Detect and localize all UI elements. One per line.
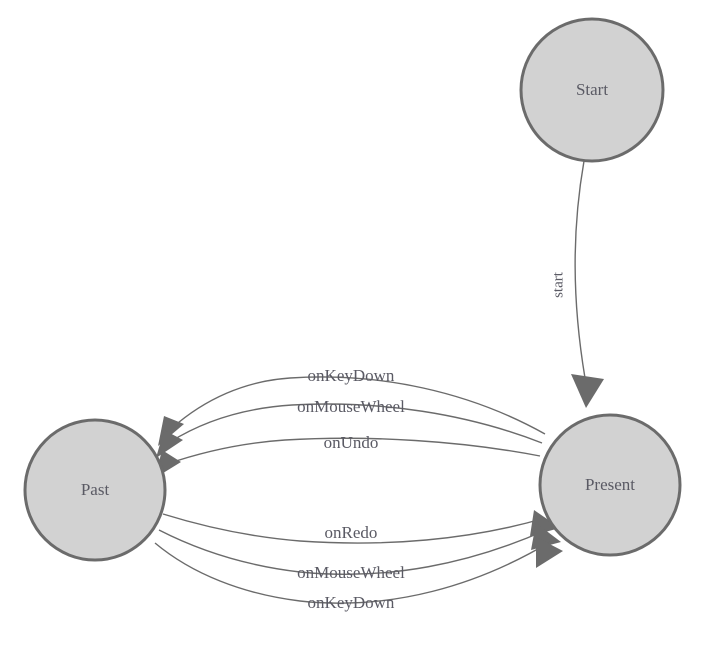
node-present-label: Present [585, 475, 635, 494]
node-start-circle [519, 17, 665, 163]
edge-group-start-to-present[interactable] [571, 160, 604, 408]
node-present[interactable]: Present [538, 413, 682, 557]
arrowhead-present-to-past-mousewheel [156, 430, 183, 458]
edge-path-past-to-present-keydown [154, 541, 551, 604]
edge-path-past-to-present-redo [162, 513, 546, 544]
node-past-circle [23, 418, 167, 562]
edge-label-past-to-present-keydown: onKeyDown [308, 593, 395, 612]
edge-label-past-to-present-mousewheel: onMouseWheel [297, 563, 405, 582]
node-past-label: Past [81, 480, 110, 499]
edge-path-start-to-present [574, 160, 586, 379]
edge-label-start: start [550, 271, 566, 298]
edge-path-present-to-past-undo [166, 437, 541, 465]
edge-label-past-to-present-redo: onRedo [325, 523, 378, 542]
edge-group-past-to-present-keydown[interactable] [154, 537, 563, 604]
arrowhead-past-to-present-keydown [536, 537, 563, 568]
edge-label-present-to-past-undo: onUndo [324, 433, 379, 452]
node-past[interactable]: Past [23, 418, 167, 562]
edge-path-present-to-past-keydown [171, 376, 546, 435]
edge-path-past-to-present-mousewheel [158, 529, 547, 575]
arrowhead-start-to-present [571, 374, 604, 408]
node-start-label: Start [576, 80, 608, 99]
node-present-circle [538, 413, 682, 557]
edge-label-present-to-past-mousewheel: onMouseWheel [297, 397, 405, 416]
edge-path-present-to-past-mousewheel [169, 403, 543, 444]
edge-label-present-to-past-keydown: onKeyDown [308, 366, 395, 385]
node-start[interactable]: Start [519, 17, 665, 163]
